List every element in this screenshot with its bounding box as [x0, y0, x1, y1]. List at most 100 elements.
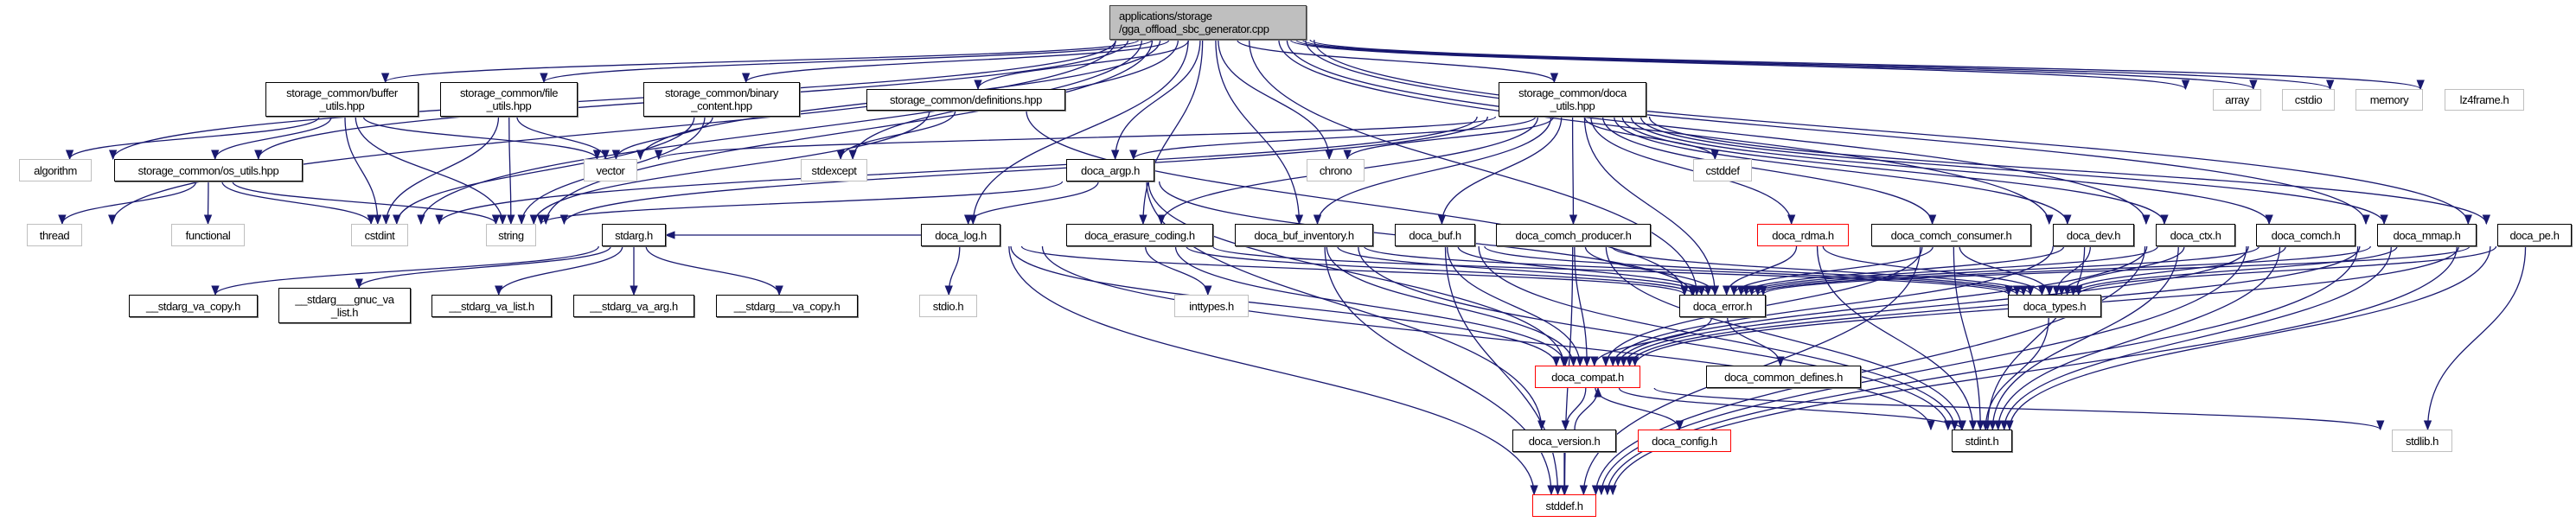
- edge-root-to-definitions: [974, 39, 1190, 91]
- node-stdarg[interactable]: stdarg.h: [602, 224, 666, 246]
- node-gnuc-va-list[interactable]: __stdarg___gnuc_va _list.h: [278, 288, 411, 323]
- edge-root-to-thread: [108, 39, 1116, 226]
- node-va-copy[interactable]: __stdarg_va_copy.h: [129, 295, 258, 317]
- edge-rdma-to-types: [1822, 245, 2047, 296]
- edge-root-to-ctx: [1286, 39, 2151, 226]
- node-algorithm[interactable]: algorithm: [19, 159, 92, 181]
- node-memory[interactable]: memory: [2355, 89, 2423, 111]
- edge-os_utils-to-thread: [58, 181, 197, 226]
- edge-comch_producer-to-error: [1584, 245, 1720, 296]
- edge-definitions-to-stdexcept: [836, 110, 956, 161]
- node-vector[interactable]: vector: [584, 159, 637, 181]
- node-os-utils[interactable]: storage_common/os_utils.hpp: [114, 159, 303, 181]
- node-stddef[interactable]: stddef.h: [1532, 494, 1596, 517]
- edge-doca_log-to-stdio: [944, 245, 961, 296]
- edge-stdarg-to-__va_copy: [645, 245, 783, 296]
- edge-doca_utils-to-vector: [655, 116, 1497, 161]
- node-buf-inventory[interactable]: doca_buf_inventory.h: [1235, 224, 1373, 246]
- node-pe[interactable]: doca_pe.h: [2497, 224, 2572, 246]
- node-va-arg[interactable]: __stdarg_va_arg.h: [573, 295, 694, 317]
- node-lz4frame[interactable]: lz4frame.h: [2445, 89, 2524, 111]
- node-cstdint[interactable]: cstdint: [351, 224, 408, 246]
- node-file-utils[interactable]: storage_common/file _utils.hpp: [440, 82, 578, 117]
- edge-buf-to-error: [1457, 245, 1712, 296]
- node-common-defines[interactable]: doca_common_defines.h: [1706, 366, 1861, 388]
- node-chrono[interactable]: chrono: [1307, 159, 1365, 181]
- node-cstddef[interactable]: cstddef: [1693, 159, 1752, 181]
- edge-buf_inventory-to-error: [1337, 245, 1706, 296]
- node-buf[interactable]: doca_buf.h: [1395, 224, 1475, 246]
- node-stdio[interactable]: stdio.h: [919, 295, 977, 317]
- edge-pe-to-error: [1759, 245, 2471, 296]
- node-inttypes[interactable]: inttypes.h: [1174, 295, 1249, 317]
- edge-compat-to-version: [1561, 387, 1587, 431]
- node-doca-argp[interactable]: doca_argp.h: [1066, 159, 1154, 181]
- node-root[interactable]: applications/storage /gga_offload_sbc_ge…: [1109, 5, 1307, 40]
- edge-compat-to-stdint: [1618, 387, 1966, 431]
- node-array[interactable]: array: [2213, 89, 2261, 111]
- edge-dev-to-stdint: [1983, 245, 2086, 431]
- edge-doca_utils-to-comch_producer: [1569, 116, 1578, 226]
- edge-os_utils-to-cstdint: [221, 181, 375, 226]
- node-stdint[interactable]: stdint.h: [1952, 430, 2012, 452]
- node---va-copy[interactable]: __stdarg___va_copy.h: [716, 295, 858, 317]
- node-definitions[interactable]: storage_common/definitions.hpp: [866, 89, 1065, 111]
- edge-definitions-to-string: [529, 110, 930, 226]
- node-binary-content[interactable]: storage_common/binary _content.hpp: [643, 82, 800, 117]
- node-error[interactable]: doca_error.h: [1679, 295, 1766, 317]
- node-rdma[interactable]: doca_rdma.h: [1757, 224, 1849, 246]
- edge-pe-to-stdlib: [2423, 245, 2527, 431]
- node-stdexcept[interactable]: stdexcept: [801, 159, 867, 181]
- edge-definitions-to-error: [1026, 110, 1689, 296]
- node-doca-utils[interactable]: storage_common/doca _utils.hpp: [1499, 82, 1646, 117]
- edge-root-to-array: [1289, 39, 2189, 91]
- node-doca-log[interactable]: doca_log.h: [921, 224, 1000, 246]
- node-comch[interactable]: doca_comch.h: [2256, 224, 2355, 246]
- node-buffer-utils[interactable]: storage_common/buffer _utils.hpp: [265, 82, 419, 117]
- edge-buffer_utils-to-algorithm: [66, 116, 320, 161]
- node-erasure[interactable]: doca_erasure_coding.h: [1066, 224, 1213, 246]
- edge-root-to-mmap: [1305, 39, 2370, 226]
- edge-binary_content-to-vector: [611, 116, 713, 161]
- node-version[interactable]: doca_version.h: [1512, 430, 1616, 452]
- node-stdlib[interactable]: stdlib.h: [2392, 430, 2452, 452]
- node-mmap[interactable]: doca_mmap.h: [2377, 224, 2477, 246]
- node-functional[interactable]: functional: [171, 224, 245, 246]
- node-compat[interactable]: doca_compat.h: [1535, 366, 1640, 388]
- edge-erasure-to-error: [1186, 245, 1697, 296]
- edge-comch-to-stddef: [1597, 245, 2247, 496]
- node-thread[interactable]: thread: [27, 224, 82, 246]
- edge-stdarg-to-va_list: [495, 245, 623, 296]
- edge-buf_inventory-to-stddef: [1324, 245, 1556, 496]
- edge-erasure-to-inttypes: [1144, 245, 1212, 296]
- edge-doca_log-to-compat: [1010, 245, 1561, 367]
- node-comch-consumer[interactable]: doca_comch_consumer.h: [1871, 224, 2031, 246]
- node-dev[interactable]: doca_dev.h: [2053, 224, 2134, 246]
- node-va-list[interactable]: __stdarg_va_list.h: [431, 295, 552, 317]
- edge-binary_content-to-cstdint: [393, 116, 695, 226]
- node-string[interactable]: string: [486, 224, 536, 246]
- edge-buf-to-compat: [1446, 245, 1584, 367]
- edge-root-to-binary_content: [742, 39, 1170, 84]
- edge-doca_log-to-stddef: [1008, 245, 1538, 496]
- node-ctx[interactable]: doca_ctx.h: [2156, 224, 2235, 246]
- edge-file_utils-to-vector: [516, 116, 610, 161]
- edge-comch_producer-to-compat: [1574, 245, 1591, 367]
- edge-pe-to-stdint: [2005, 245, 2491, 431]
- edge-doca_utils-to-cstddef: [1583, 116, 1719, 161]
- node-cstdio[interactable]: cstdio: [2282, 89, 2335, 111]
- node-config[interactable]: doca_config.h: [1638, 430, 1731, 452]
- edge-doca_utils-to-error: [1583, 116, 1719, 296]
- node-types[interactable]: doca_types.h: [2008, 295, 2101, 317]
- edge-buffer_utils-to-cstdint: [344, 116, 382, 226]
- edge-ctx-to-stddef: [1591, 245, 2146, 496]
- edge-doca_argp-to-doca_log: [964, 181, 1099, 226]
- edge-pe-to-types: [2074, 245, 2497, 296]
- node-comch-producer[interactable]: doca_comch_producer.h: [1496, 224, 1651, 246]
- edge-doca_utils-to-buf_inventory: [1313, 116, 1552, 226]
- edge-buffer_utils-to-string: [355, 116, 507, 226]
- edge-root-to-cstdint: [417, 39, 1143, 226]
- edge-root-to-doca_log: [968, 39, 1189, 226]
- edge-root-to-algorithm: [109, 39, 1117, 161]
- edge-doca_utils-to-ctx: [1621, 116, 2169, 226]
